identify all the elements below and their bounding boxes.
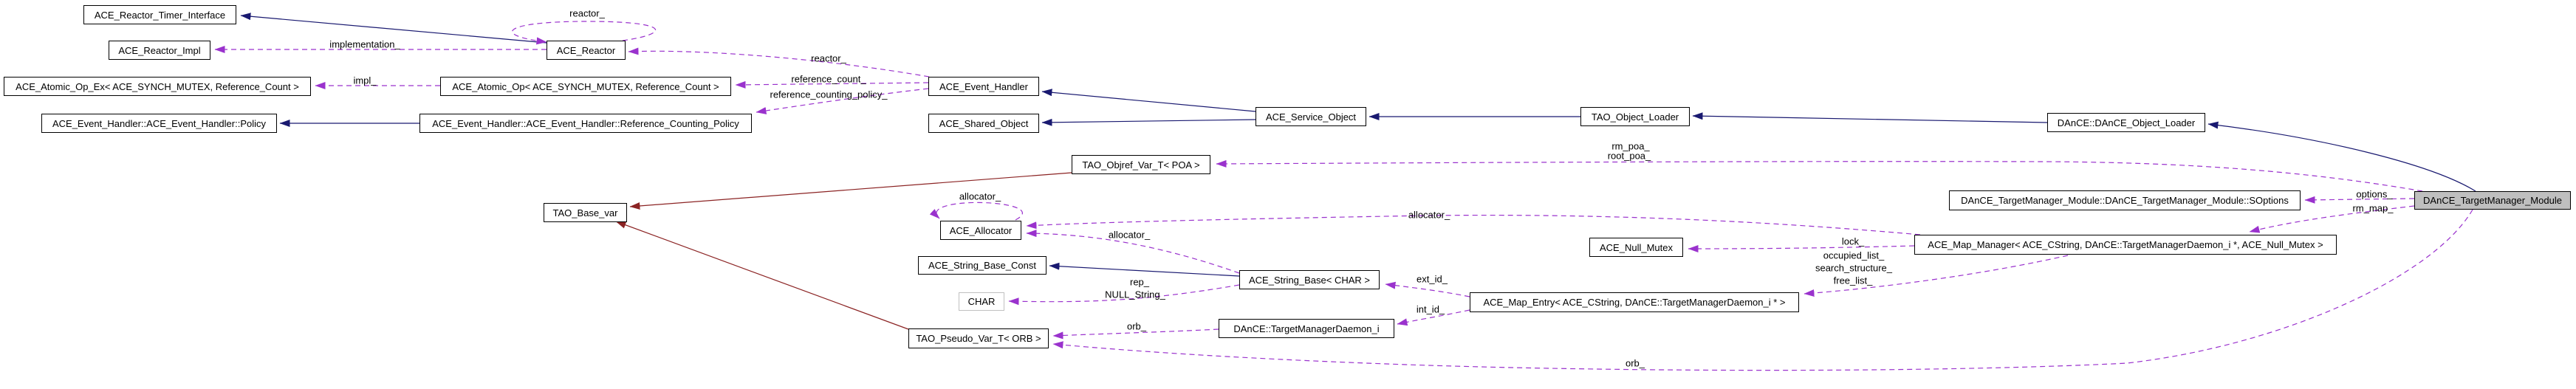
edge-module-options [2304, 196, 2415, 204]
node-tao-base-var[interactable]: TAO_Base_var [544, 203, 627, 222]
edge-reactor-to-timer-interface [240, 13, 547, 44]
node-ace-atomic-op-ex[interactable]: ACE_Atomic_Op_Ex< ACE_SYNCH_MUTEX, Refer… [4, 77, 311, 96]
edge-label-search-structure: search_structure_ [1815, 262, 1893, 274]
edge-label-orb-daemon: orb_ [1126, 320, 1147, 332]
edge-allocator-self-loop [929, 202, 1023, 221]
edge-objrefvar-to-basevar [629, 172, 1072, 210]
edge-mapmanager-lock [1688, 244, 1915, 252]
edge-label-root-poa: root_poa_ [1607, 150, 1651, 162]
edge-reactor-self-loop [512, 21, 656, 45]
edge-label-options: options_ [2356, 188, 2393, 200]
edge-label-impl: impl_ [353, 75, 377, 86]
node-ace-null-mutex[interactable]: ACE_Null_Mutex [1589, 238, 1683, 257]
edge-serviceobject-to-sharedobject [1041, 118, 1256, 126]
edge-stringbase-to-stringbaseconst [1049, 262, 1240, 277]
edge-eventhandler-refcountingpolicy [756, 88, 929, 114]
edge-label-reactor-self: reactor_ [569, 7, 605, 19]
edge-label-free-list: free_list_ [1833, 275, 1873, 286]
edge-mapmanager-mapentry [1803, 255, 2069, 297]
edge-label-rm-map: rm_map_ [2352, 202, 2394, 214]
node-char[interactable]: CHAR [959, 292, 1004, 311]
node-dance-object-loader[interactable]: DAnCE::DAnCE_Object_Loader [2047, 113, 2205, 132]
node-ace-map-entry[interactable]: ACE_Map_Entry< ACE_CString, DAnCE::Targe… [1470, 292, 1799, 312]
node-ace-allocator[interactable]: ACE_Allocator [940, 221, 1021, 240]
node-ace-string-base-const[interactable]: ACE_String_Base_Const [918, 256, 1046, 275]
edge-label-rm-poa: rm_poa_ [1611, 140, 1650, 152]
node-tao-object-loader[interactable]: TAO_Object_Loader [1580, 107, 1690, 126]
node-ace-reactor-impl[interactable]: ACE_Reactor_Impl [109, 41, 210, 60]
edge-daemon-orb [1052, 328, 1219, 340]
edge-label-null-string: NULL_String_ [1105, 289, 1165, 300]
edge-stringbase-char [1008, 284, 1240, 306]
node-ace-event-handler[interactable]: ACE_Event_Handler [928, 77, 1039, 96]
edge-label-reference-counting-policy: reference_counting_policy_ [770, 89, 888, 100]
edge-pseudovar-to-basevar [615, 221, 909, 330]
edge-label-lock: lock_ [1841, 235, 1865, 247]
edge-label-ext-id: ext_id_ [1417, 273, 1448, 285]
edge-label-implementation: implementation_ [329, 38, 400, 50]
node-ace-map-manager[interactable]: ACE_Map_Manager< ACE_CString, DAnCE::Tar… [1914, 235, 2337, 255]
node-tao-objref-var[interactable]: TAO_Objref_Var_T< POA > [1072, 155, 1210, 174]
node-dance-targetmanagerdaemon-i[interactable]: DAnCE::TargetManagerDaemon_i [1219, 319, 1394, 338]
edge-eventhandler-refcount [735, 80, 929, 89]
node-soptions[interactable]: DAnCE_TargetManager_Module::DAnCE_Target… [1949, 190, 2301, 210]
node-ace-service-object[interactable]: ACE_Service_Object [1256, 107, 1366, 126]
node-ace-shared-object[interactable]: ACE_Shared_Object [928, 114, 1039, 133]
edge-label-occupied-list: occupied_list_ [1823, 249, 1885, 261]
node-eh-policy[interactable]: ACE_Event_Handler::ACE_Event_Handler::Po… [41, 114, 277, 133]
edge-eventhandler-reactor [628, 47, 930, 78]
edge-label-allocator-self: allocator_ [959, 190, 1001, 202]
node-ace-reactor-timer-interface[interactable]: ACE_Reactor_Timer_Interface [83, 5, 236, 24]
edge-label-allocator-map: allocator_ [1408, 209, 1450, 221]
edge-label-reactor: reactor_ [811, 52, 846, 64]
edge-module-to-danceloader [2207, 121, 2476, 192]
edge-label-int-id: int_id_ [1416, 303, 1445, 315]
node-eh-reference-counting-policy[interactable]: ACE_Event_Handler::ACE_Event_Handler::Re… [419, 114, 752, 133]
node-ace-string-base[interactable]: ACE_String_Base< CHAR > [1239, 270, 1380, 289]
edge-stringbase-allocator [1026, 230, 1240, 274]
node-dance-targetmanager-module: DAnCE_TargetManager_Module [2414, 191, 2571, 210]
edge-mapentry-intid [1397, 309, 1470, 326]
node-ace-reactor[interactable]: ACE_Reactor [547, 41, 626, 60]
edge-serviceobject-to-eventhandler [1041, 89, 1256, 112]
node-tao-pseudo-var[interactable]: TAO_Pseudo_Var_T< ORB > [908, 328, 1049, 348]
edge-label-orb-module: orb_ [1625, 357, 1645, 369]
node-ace-atomic-op[interactable]: ACE_Atomic_Op< ACE_SYNCH_MUTEX, Referenc… [440, 77, 731, 96]
edge-module-rm-poa [1216, 159, 2423, 192]
edge-label-reference-count: reference_count_ [791, 73, 866, 85]
edge-module-orb [1052, 209, 2473, 371]
edge-label-rep: rep_ [1129, 276, 1150, 288]
edge-label-allocator-string: allocator_ [1108, 229, 1151, 241]
edge-mapentry-extid [1385, 281, 1470, 297]
edge-mapmanager-allocator [1026, 214, 1921, 235]
edge-danceloader-to-objectloader [1692, 112, 2048, 123]
